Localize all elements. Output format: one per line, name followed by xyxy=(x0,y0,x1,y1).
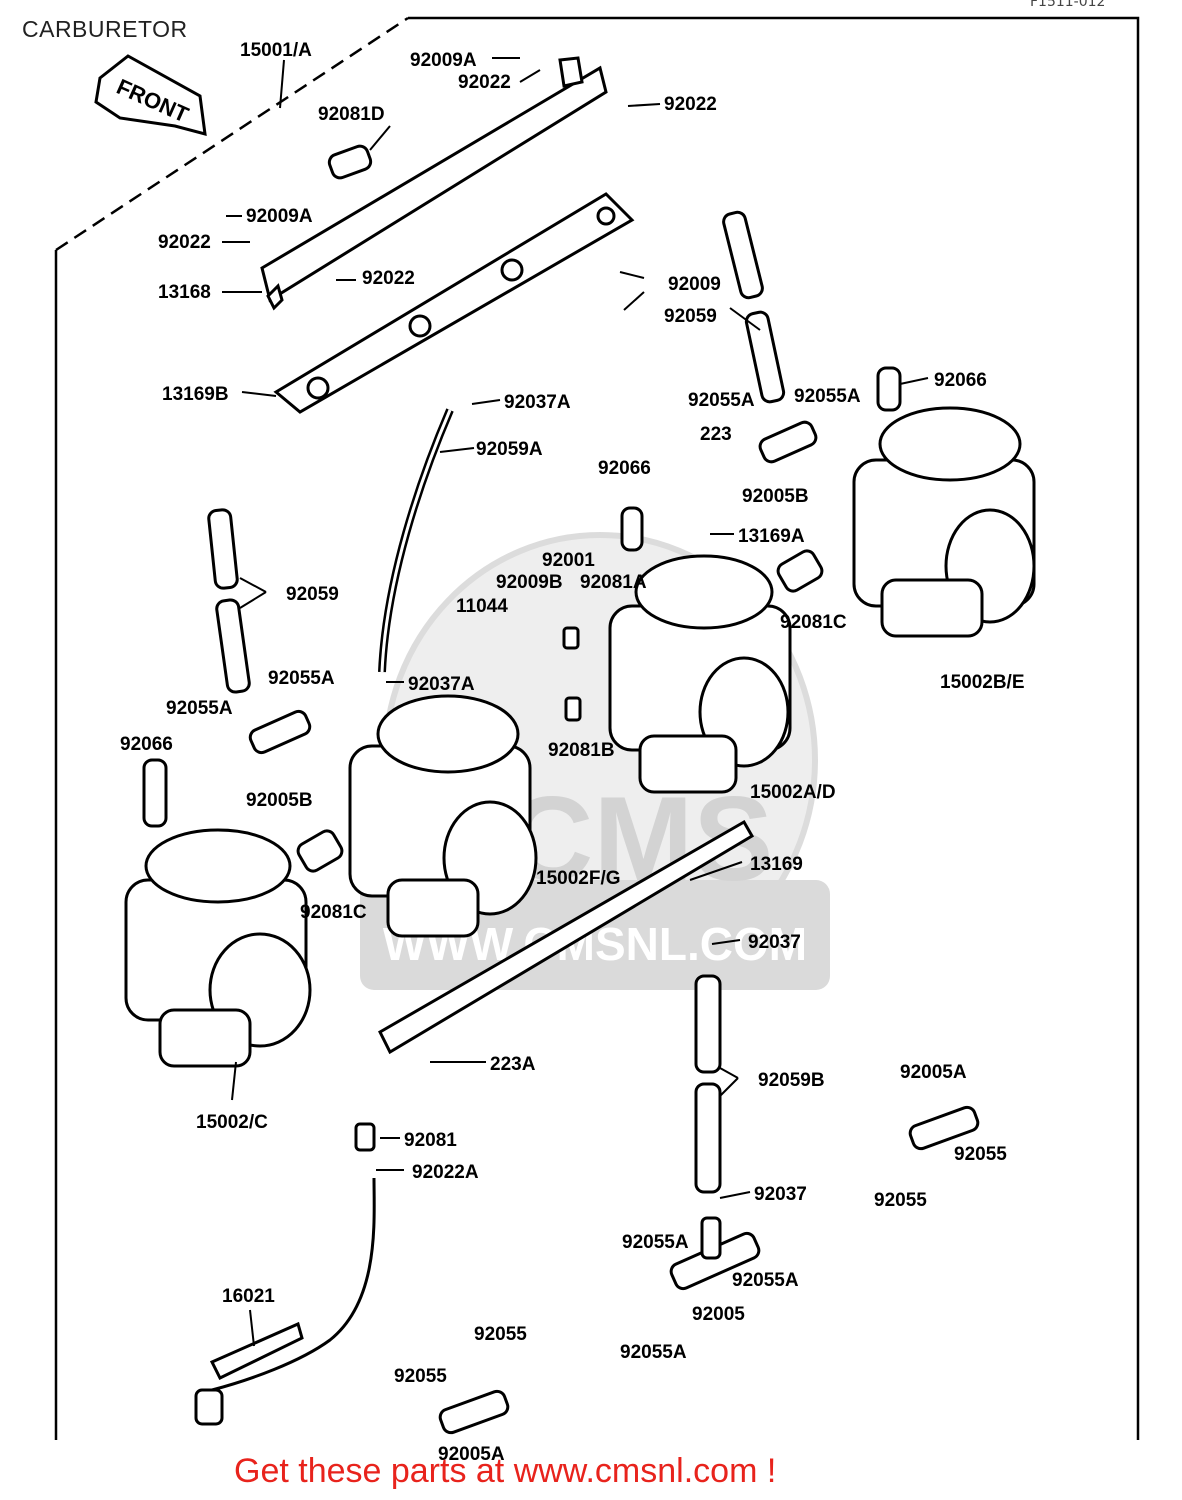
part-label: 92081B xyxy=(548,740,615,761)
part-label: 15001/A xyxy=(240,40,312,61)
part-label: 92055 xyxy=(874,1190,927,1211)
part-label: 92005A xyxy=(438,1444,505,1465)
part-label: 92022 xyxy=(158,232,211,253)
footer-link[interactable]: Get these parts at www.cmsnl.com ! xyxy=(234,1452,777,1490)
part-label: 92066 xyxy=(598,458,651,479)
part-label: 92055 xyxy=(394,1366,447,1387)
part-label: 92055A xyxy=(268,668,335,689)
part-label: 92055A xyxy=(794,386,861,407)
front-arrow-icon: FRONT xyxy=(94,54,207,137)
leader-lines xyxy=(222,57,929,1347)
part-label: 11044 xyxy=(456,596,508,617)
page-title: CARBURETOR xyxy=(22,16,188,42)
choke-cable-16021 xyxy=(194,1177,376,1426)
part-label: 92055A xyxy=(166,698,233,719)
part-label: 92009A xyxy=(410,50,477,71)
part-label: 15002B/E xyxy=(940,672,1025,693)
part-label: 15002/C xyxy=(196,1112,268,1133)
part-label: 92022 xyxy=(664,94,717,115)
part-label: 92005A xyxy=(900,1062,967,1083)
part-label: 92081 xyxy=(404,1130,457,1151)
springs xyxy=(296,144,824,1152)
part-label: 92055A xyxy=(732,1270,799,1291)
connecting-rod-13169 xyxy=(378,819,755,1055)
part-label: 92059B xyxy=(758,1070,825,1091)
part-label: 92055 xyxy=(954,1144,1007,1165)
part-label: 15002F/G xyxy=(536,868,621,889)
hoses xyxy=(142,210,902,1194)
part-label: 92059 xyxy=(664,306,717,327)
part-label: 92055A xyxy=(688,390,755,411)
carburetor-15002C xyxy=(124,828,312,1068)
part-label: 92005B xyxy=(742,486,809,507)
part-label: 16021 xyxy=(222,1286,275,1307)
part-label: 92009 xyxy=(668,274,721,295)
part-label: 92081C xyxy=(300,902,367,923)
part-label: 92009B xyxy=(496,572,563,593)
carburetor-15002FG xyxy=(348,694,538,938)
part-label: 92066 xyxy=(120,734,173,755)
page-code: F1511-012 xyxy=(1030,0,1106,10)
part-label: 92009A xyxy=(246,206,313,227)
part-label: 92005B xyxy=(246,790,313,811)
part-label: 92005 xyxy=(692,1304,745,1325)
part-label: 92055 xyxy=(474,1324,527,1345)
part-label: 92001 xyxy=(542,550,595,571)
diagram-frame xyxy=(54,16,1140,1440)
mounting-plate-13169B xyxy=(273,192,635,414)
part-label: 15002A/D xyxy=(750,782,836,803)
part-label: 92059 xyxy=(286,584,339,605)
carburetor-15002BE xyxy=(852,406,1036,638)
part-label: 92055A xyxy=(620,1342,687,1363)
part-label: 92081C xyxy=(780,612,847,633)
part-label: 13168 xyxy=(158,282,211,303)
fittings xyxy=(248,420,980,1435)
part-label: 92022 xyxy=(458,72,511,93)
part-label: 92081A xyxy=(580,572,647,593)
part-label: 92037A xyxy=(504,392,571,413)
part-label: 92037 xyxy=(748,932,801,953)
part-label: 92037 xyxy=(754,1184,807,1205)
part-label: 13169A xyxy=(738,526,805,547)
part-label: 92055A xyxy=(622,1232,689,1253)
part-label: 223A xyxy=(490,1054,536,1075)
carburetor-15002AD xyxy=(608,554,792,794)
part-label: 92022A xyxy=(412,1162,479,1183)
part-label: 92059A xyxy=(476,439,543,460)
part-label: 92022 xyxy=(362,268,415,289)
part-label: 13169B xyxy=(162,384,229,405)
part-label: 223 xyxy=(700,424,732,445)
part-label: 92037A xyxy=(408,674,475,695)
part-label: 13169 xyxy=(750,854,803,875)
part-label: 92081D xyxy=(318,104,385,125)
part-label: 92066 xyxy=(934,370,987,391)
upper-bracket xyxy=(260,56,608,311)
